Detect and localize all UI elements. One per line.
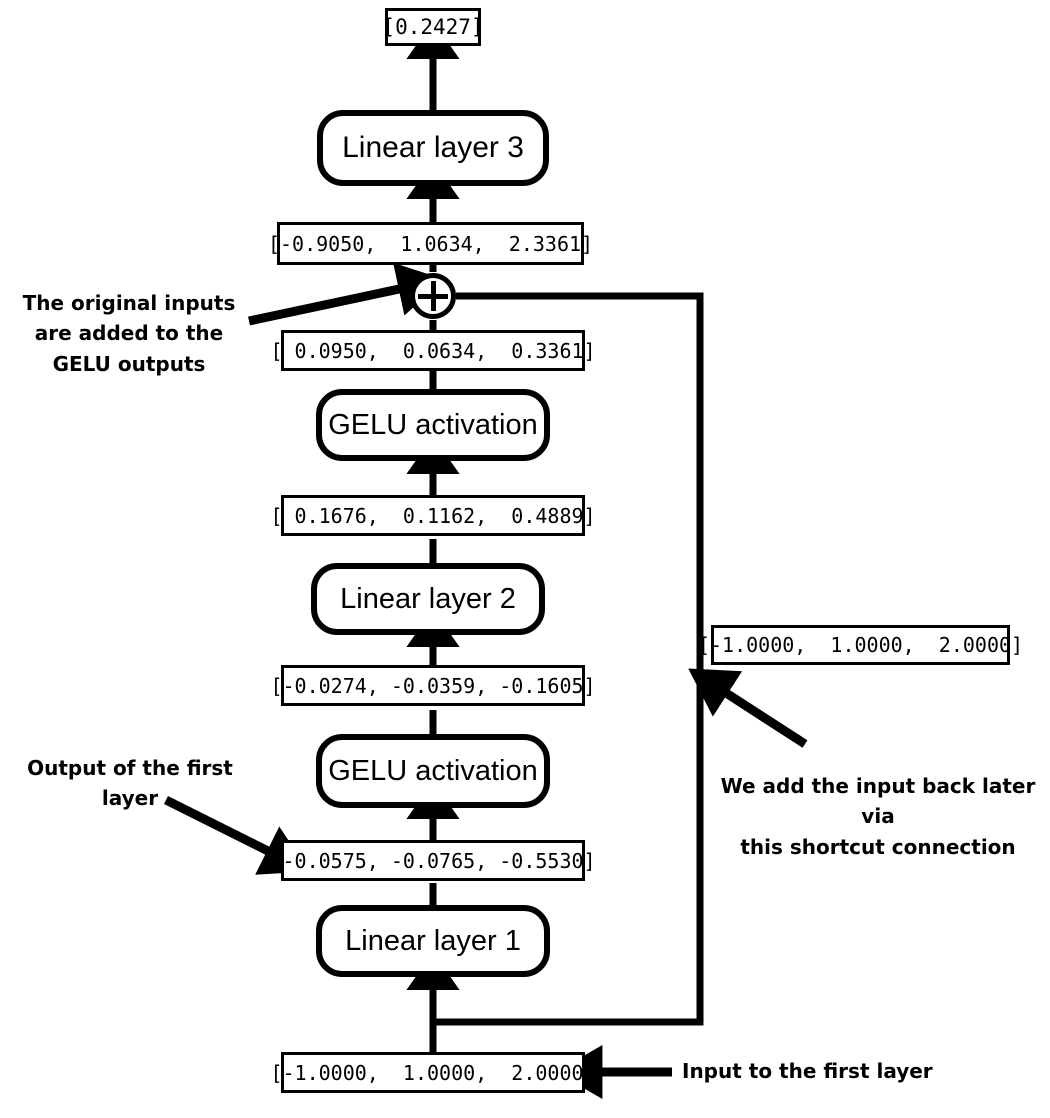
annotation-first-layer-note-line1: Output of the first xyxy=(27,756,233,780)
annotation-input-note: Input to the first layer xyxy=(682,1059,933,1083)
linear-layer-3-box[interactable]: Linear layer 3 xyxy=(317,110,549,186)
gelu-activation-upper-box[interactable]: GELU activation xyxy=(316,389,550,461)
vector-linear1-output: [-0.0575, -0.0765, -0.5530] xyxy=(270,840,596,881)
leader-add-note xyxy=(248,262,445,326)
gelu-activation-lower-box[interactable]: GELU activation xyxy=(316,734,550,808)
vector-gelu-upper-output: [ 0.0950, 0.0634, 0.3361] xyxy=(270,330,596,371)
vector-input: [-1.0000, 1.0000, 2.0000] xyxy=(270,1052,596,1093)
vector-after-add: [-0.9050, 1.0634, 2.3361] xyxy=(268,222,593,265)
annotation-first-layer-note: Output of the first layer xyxy=(20,753,240,814)
vector-linear2-output: [ 0.1676, 0.1162, 0.4889] xyxy=(270,495,596,536)
annotation-shortcut-note-line2: this shortcut connection xyxy=(740,834,1016,859)
linear-layer-1-box[interactable]: Linear layer 1 xyxy=(316,905,550,977)
annotation-shortcut-note: We add the input back later via this sho… xyxy=(708,771,1048,862)
add-operator-node[interactable] xyxy=(410,273,456,319)
plus-vertical-bar xyxy=(430,281,436,311)
annotation-first-layer-note-line2: layer xyxy=(101,786,159,811)
annotation-add-note-line2: are added to the xyxy=(34,321,224,346)
leader-shortcut-note xyxy=(688,668,808,748)
vector-shortcut: [-1.0000, 1.0000, 2.0000] xyxy=(698,625,1023,665)
annotation-add-note: The original inputs are added to the GEL… xyxy=(18,288,240,379)
vector-gelu-lower-output: [-0.0274, -0.0359, -0.1605] xyxy=(270,665,596,706)
annotation-add-note-line3: GELU outputs xyxy=(52,351,206,376)
annotation-shortcut-note-line1: We add the input back later via xyxy=(720,774,1036,829)
linear-layer-2-box[interactable]: Linear layer 2 xyxy=(311,563,545,635)
annotation-add-note-line1: The original inputs xyxy=(22,291,236,315)
output-value-box: [0.2427] xyxy=(382,8,484,46)
